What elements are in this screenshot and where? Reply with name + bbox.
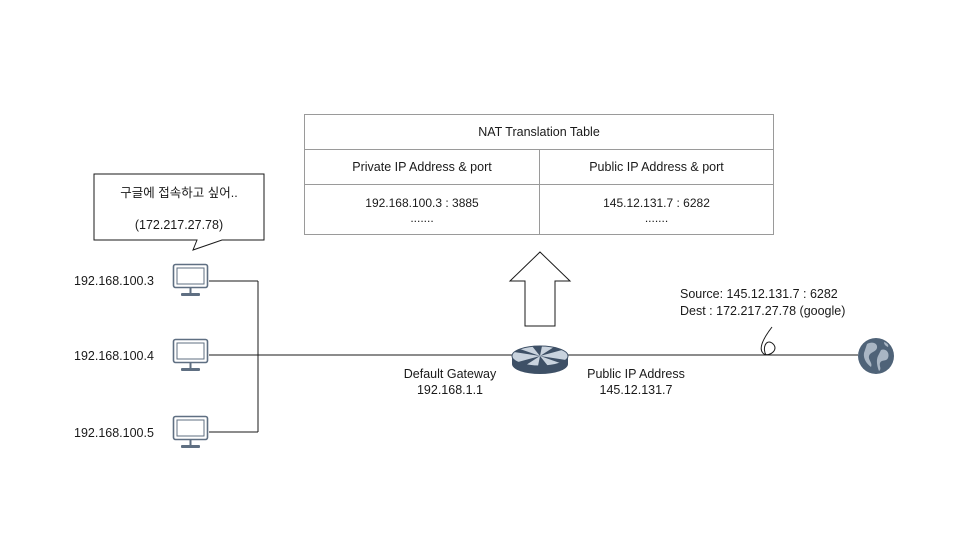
nat-translation-table: NAT Translation Table Private IP Address…: [304, 114, 774, 235]
public-ip-value: 145.12.131.7: [599, 383, 673, 397]
public-address-more: .......: [644, 211, 669, 225]
nat-table-title: NAT Translation Table: [305, 115, 773, 150]
public-address-cell: 145.12.131.7 : 6282 .......: [540, 185, 773, 234]
public-address-value: 145.12.131.7 : 6282: [603, 196, 710, 210]
private-address-more: .......: [410, 211, 434, 225]
lan-wires: [209, 280, 858, 433]
host-ip-label: 192.168.100.3: [74, 274, 154, 288]
speech-bubble: [93, 173, 265, 251]
host-ip-label: 192.168.100.4: [74, 349, 154, 363]
public-ip-label: Public IP Address: [587, 367, 685, 381]
up-arrow-icon: [508, 251, 572, 327]
gateway-ip: 192.168.1.1: [416, 383, 484, 397]
private-address-header: Private IP Address & port: [305, 150, 540, 185]
wire-squiggle-icon: [760, 326, 776, 356]
packet-destination: Dest : 172.217.27.78 (google): [680, 304, 846, 318]
globe-icon[interactable]: [858, 338, 894, 374]
desktop-computer-icon[interactable]: [172, 415, 209, 449]
gateway-label: Default Gateway: [403, 367, 497, 381]
private-address-value: 192.168.100.3 : 3885: [365, 196, 479, 210]
private-address-cell: 192.168.100.3 : 3885 .......: [305, 185, 540, 234]
speech-bubble-text: 구글에 접속하고 싶어.. (172.217.27.78): [94, 177, 264, 233]
speech-bubble-line1: 구글에 접속하고 싶어..: [120, 186, 238, 200]
public-address-header: Public IP Address & port: [540, 150, 773, 185]
packet-source: Source: 145.12.131.7 : 6282: [680, 287, 838, 301]
desktop-computer-icon[interactable]: [172, 338, 209, 372]
speech-bubble-line2: (172.217.27.78): [134, 218, 224, 232]
router-icon[interactable]: [511, 345, 569, 374]
host-ip-label: 192.168.100.5: [74, 426, 154, 440]
desktop-computer-icon[interactable]: [172, 263, 209, 297]
